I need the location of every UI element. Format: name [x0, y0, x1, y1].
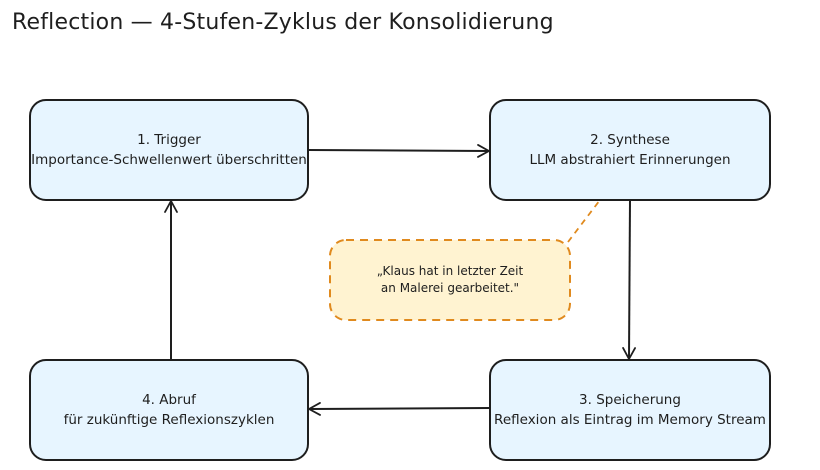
step-abruf: 4. Abruf für zukünftige Reflexionszyklen — [30, 360, 308, 460]
arrow-trigger-to-synthese — [307, 144, 490, 158]
step-speicherung-subtitle: Reflexion als Eintrag im Memory Stream — [494, 412, 766, 428]
step-trigger: 1. Trigger Importance-Schwellenwert über… — [20, 100, 318, 200]
step-trigger-subtitle: Importance-Schwellenwert überschritten — [31, 152, 307, 168]
step-synthese-subtitle: LLM abstrahiert Erinnerungen — [529, 152, 731, 168]
arrow-synthese-to-speicherung — [622, 199, 636, 360]
diagram-title: Reflection — 4-Stufen-Zyklus der Konsoli… — [12, 10, 554, 35]
note-line-1: „Klaus hat in letzter Zeit — [376, 264, 524, 278]
note-connector — [567, 199, 601, 243]
step-trigger-heading: 1. Trigger — [137, 132, 201, 148]
step-speicherung: 3. Speicherung Reflexion als Eintrag im … — [478, 360, 782, 460]
note-line-2: an Malerei gearbeitet." — [380, 281, 520, 295]
step-speicherung-heading: 3. Speicherung — [579, 392, 681, 408]
arrow-speicherung-to-abruf — [308, 402, 491, 416]
step-synthese-heading: 2. Synthese — [590, 132, 670, 148]
step-synthese: 2. Synthese LLM abstrahiert Erinnerungen — [490, 100, 770, 200]
step-abruf-heading: 4. Abruf — [142, 392, 196, 408]
step-box-abruf[interactable] — [29, 359, 309, 461]
note: „Klaus hat in letzter Zeit an Malerei ge… — [330, 240, 570, 320]
step-box-speicherung[interactable] — [489, 359, 771, 461]
note-box[interactable] — [329, 239, 571, 321]
step-abruf-subtitle: für zukünftige Reflexionszyklen — [63, 412, 275, 428]
